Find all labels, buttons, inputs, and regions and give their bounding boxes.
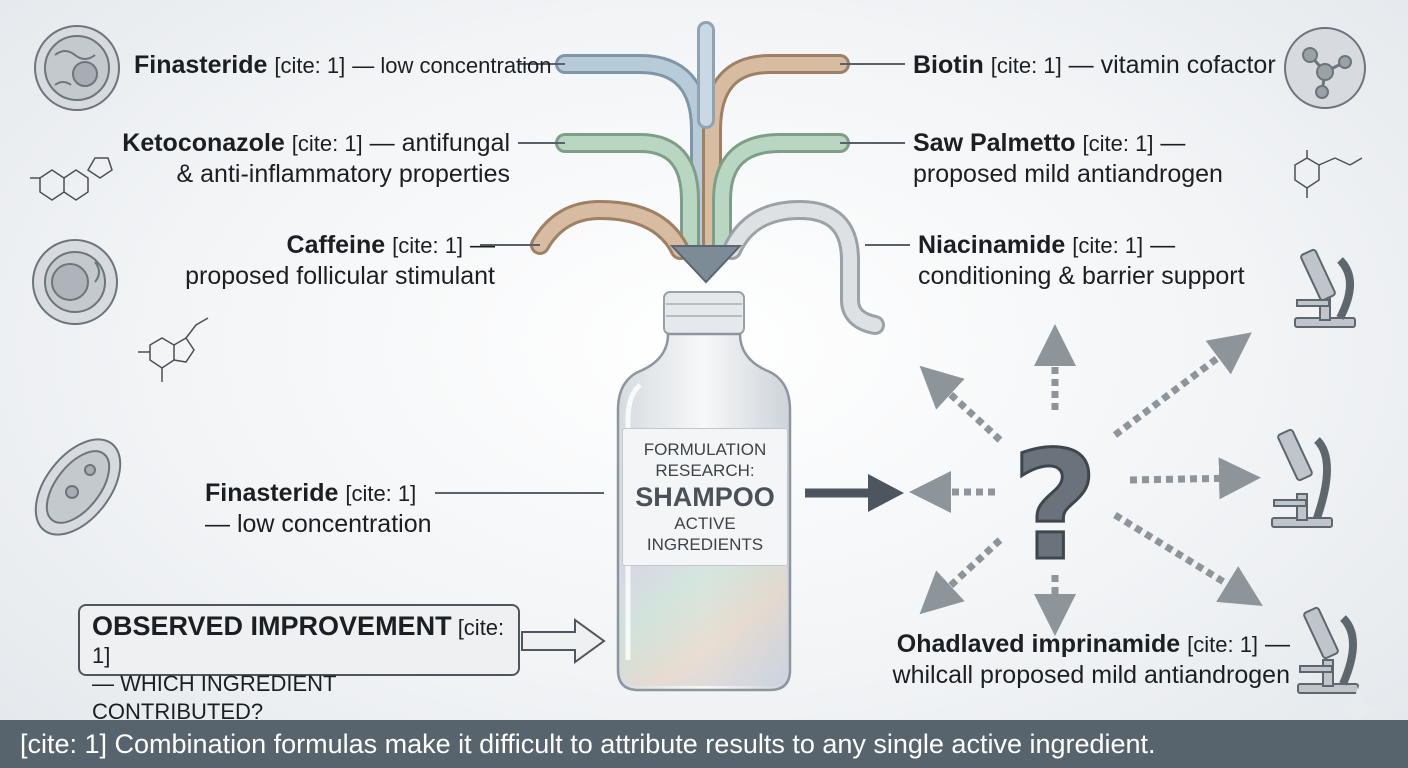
funnel-arrowhead <box>669 245 743 284</box>
label-finasteride-top: Finasteride [cite: 1] — low concentratio… <box>134 51 552 79</box>
label-caffeine: Caffeine [cite: 1] — proposed follicular… <box>185 231 495 290</box>
cell-icon <box>32 239 118 325</box>
sparkle-icon <box>1336 686 1380 734</box>
label-unknown-ingredient: Ohadlaved imprinamide [cite: 1] — whilca… <box>892 630 1290 689</box>
caffeine-molecule-icon <box>138 317 209 382</box>
label-biotin: Biotin [cite: 1] — vitamin cofactor <box>913 51 1276 79</box>
bottle-label: FORMULATION RESEARCH: SHAMPOO ACTIVE ING… <box>622 428 788 566</box>
microscope-icon <box>1294 248 1356 328</box>
observed-cite: [cite: 1] <box>92 615 505 668</box>
leader-lines <box>435 63 910 494</box>
label-saw-palmetto: Saw Palmetto [cite: 1] — proposed mild a… <box>913 129 1223 188</box>
bottle-label-line: FORMULATION <box>643 440 767 459</box>
molecule-network-icon <box>1284 27 1366 109</box>
bottle-label-line: ACTIVE <box>674 514 736 533</box>
bottle-label-line: INGREDIENTS <box>646 535 764 554</box>
observed-improvement-box: OBSERVED IMPROVEMENT [cite: 1] — WHICH I… <box>78 604 520 724</box>
observed-arrow <box>521 618 606 664</box>
bacterium-icon <box>34 438 122 536</box>
uncertainty-arrows <box>909 324 1263 636</box>
bottle-label-title: SHAMPOO <box>635 482 775 512</box>
molecule-structure-icon <box>30 157 113 201</box>
observed-title: OBSERVED IMPROVEMENT <box>92 611 452 641</box>
cell-icon <box>34 25 120 111</box>
question-mark: ? <box>1011 420 1098 594</box>
observed-question: — WHICH INGREDIENT CONTRIBUTED? <box>92 671 337 724</box>
microscope-icon <box>1297 606 1359 694</box>
bottle-label-line: RESEARCH: <box>655 461 755 480</box>
label-niacinamide: Niacinamide [cite: 1] — conditioning & b… <box>918 231 1245 290</box>
ingredient-pipes <box>530 21 885 335</box>
label-finasteride-lower: Finasteride [cite: 1] — low concentratio… <box>205 479 432 538</box>
molecule-structure-icon <box>1294 150 1363 198</box>
label-ketoconazole: Ketoconazole [cite: 1] — antifungal & an… <box>122 129 510 188</box>
footer-caption: [cite: 1] Combination formulas make it d… <box>0 720 1408 768</box>
microscope-icon <box>1271 428 1333 528</box>
output-arrow <box>805 474 904 512</box>
